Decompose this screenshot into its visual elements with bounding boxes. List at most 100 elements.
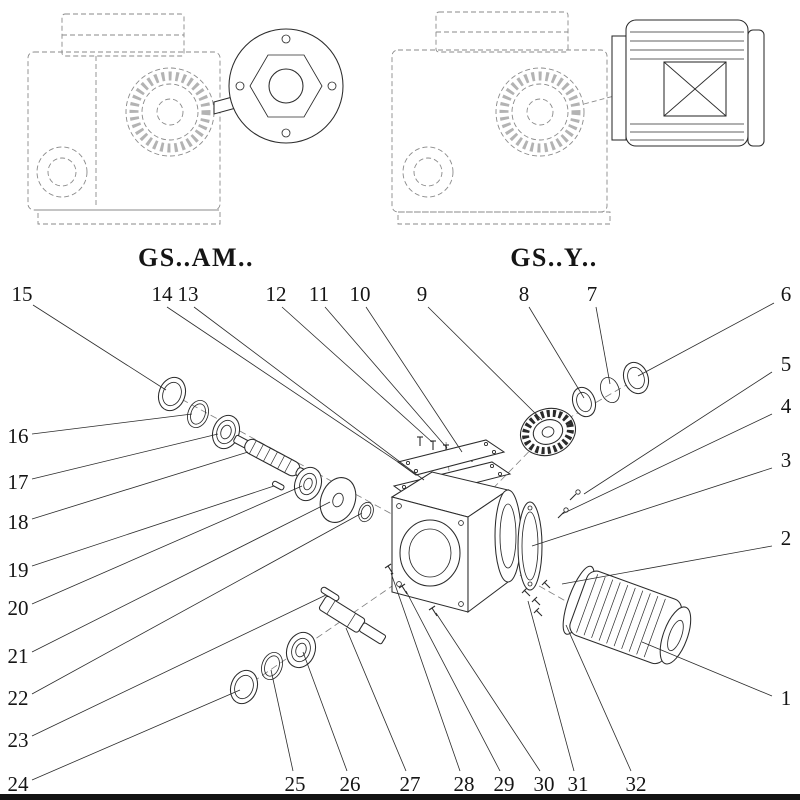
callout-number-18: 18 [8, 510, 29, 534]
leader-line-30 [435, 612, 541, 772]
motor-end-bell [659, 606, 692, 665]
leader-line-28 [390, 572, 461, 772]
flange-bolt-hole [281, 128, 291, 138]
output-bearing [285, 631, 317, 669]
callout-number-19: 19 [8, 558, 29, 582]
leader-line-24 [31, 689, 241, 781]
output-circlip [261, 651, 283, 681]
leader-line-13 [193, 306, 425, 481]
callout-number-28: 28 [454, 772, 475, 796]
leader-line-17 [31, 433, 219, 480]
gearbox-gs-am-output-flange [213, 28, 344, 144]
motor-unit [562, 565, 692, 665]
leader-line-8 [528, 306, 585, 399]
gearbox-gs-y-motor [611, 19, 765, 147]
gear-housing [390, 471, 522, 614]
flange-bolt-hole [327, 81, 337, 91]
callout-number-11: 11 [309, 282, 329, 306]
callout-number-6: 6 [781, 282, 792, 306]
callout-number-17: 17 [8, 470, 29, 494]
leader-line-2 [561, 545, 773, 585]
leader-line-3 [531, 467, 773, 547]
callout-number-32: 32 [626, 772, 647, 796]
callout-number-9: 9 [417, 282, 428, 306]
callout-number-24: 24 [8, 772, 30, 796]
callout-number-25: 25 [285, 772, 306, 796]
callout-number-12: 12 [266, 282, 287, 306]
ghost-gear-teeth [499, 71, 581, 153]
callout-number-16: 16 [8, 424, 29, 448]
leader-line-19 [31, 485, 275, 567]
leader-line-27 [345, 627, 407, 772]
flange-bolt-hole [281, 34, 291, 44]
callout-number-1: 1 [781, 686, 792, 710]
callout-number-8: 8 [519, 282, 530, 306]
leader-line-25 [270, 669, 294, 772]
sheet-bottom-border [0, 794, 800, 800]
callout-number-27: 27 [400, 772, 421, 796]
callout-number-21: 21 [8, 644, 29, 668]
leader-line-7 [595, 306, 611, 385]
leader-line-6 [637, 302, 775, 377]
leader-line-15 [32, 304, 167, 391]
flange-gasket-ring [517, 501, 543, 591]
gearbox-gs-y-drawing [391, 11, 615, 225]
ghost-gear-teeth [129, 71, 211, 153]
output-shaft [318, 595, 387, 645]
leader-line-18 [31, 451, 249, 520]
gear-end-ring [622, 361, 650, 395]
figure-label-gs-y: GS..Y.. [510, 243, 598, 272]
callout-number-15: 15 [12, 282, 33, 306]
housing-bolt-b [398, 583, 408, 595]
leader-line-21 [31, 501, 331, 653]
output-oil-seal [229, 669, 259, 705]
callout-number-2: 2 [781, 526, 792, 550]
shim-disc [319, 477, 357, 523]
input-oil-seal [157, 376, 187, 412]
callout-number-13: 13 [178, 282, 199, 306]
leader-line-20 [31, 485, 303, 605]
leader-line-4 [561, 413, 773, 515]
flange-hex-hub [249, 54, 323, 118]
leader-line-10 [365, 306, 463, 453]
gear-teeth [522, 409, 574, 455]
callout-number-7: 7 [587, 282, 598, 306]
motor-mount-bolts [521, 579, 551, 617]
leader-line-22 [31, 512, 363, 695]
callout-number-23: 23 [8, 728, 29, 752]
leader-line-32 [565, 624, 632, 772]
input-retaining-ring [187, 399, 209, 429]
figure-label-gs-am: GS..AM.. [138, 243, 254, 272]
cover-plate-upper [396, 439, 506, 476]
leader-line-14 [166, 306, 405, 467]
housing-plug-bolts [557, 489, 581, 519]
housing-bolt-a [384, 563, 394, 575]
callout-number-30: 30 [534, 772, 555, 796]
callout-number-31: 31 [568, 772, 589, 796]
housing-bolt-c [428, 605, 438, 617]
callout-number-3: 3 [781, 448, 792, 472]
leader-line-9 [427, 306, 543, 421]
worm-gear [520, 407, 576, 457]
input-bearing [211, 414, 241, 450]
small-spacer-ring [358, 501, 374, 523]
leader-line-26 [302, 651, 348, 772]
callout-number-29: 29 [494, 772, 515, 796]
worm-pin [271, 480, 285, 491]
callout-number-5: 5 [781, 352, 792, 376]
leader-line-23 [31, 594, 327, 737]
leader-line-12 [281, 306, 433, 443]
callout-number-14: 14 [152, 282, 174, 306]
gear-circlip [600, 376, 620, 404]
callout-number-10: 10 [350, 282, 371, 306]
leader-line-5 [583, 371, 773, 495]
leader-line-11 [324, 306, 448, 449]
gear-spacer-ring [571, 386, 597, 418]
gearbox-gs-am-drawing [27, 13, 221, 225]
leader-line-29 [405, 590, 501, 772]
leader-line-1 [641, 641, 773, 697]
callout-number-20: 20 [8, 596, 29, 620]
